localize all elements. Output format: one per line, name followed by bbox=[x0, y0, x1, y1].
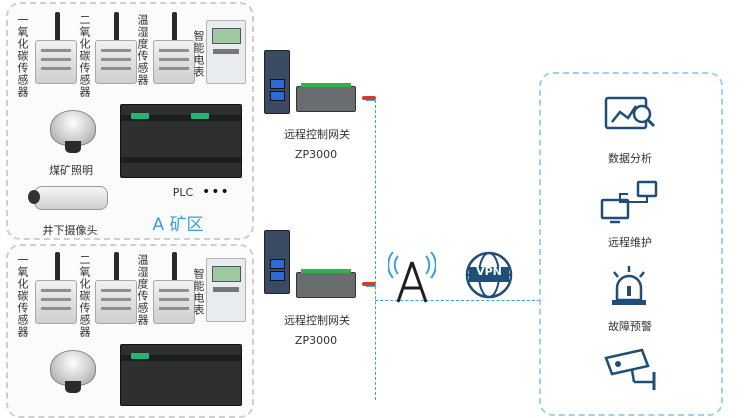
mine-light-device bbox=[50, 110, 96, 153]
gateway-2-name: 远程控制网关 bbox=[284, 314, 350, 327]
data-analysis-icon bbox=[604, 96, 656, 130]
service-label-fault-alarm: 故障预警 bbox=[608, 320, 652, 333]
zone-a-sensor-label-co2: 二氧化碳传感器 bbox=[78, 14, 91, 98]
co2-sensor-device bbox=[95, 40, 137, 84]
signal-tower-icon bbox=[388, 251, 436, 303]
antenna-icon bbox=[55, 252, 60, 284]
antenna-icon bbox=[172, 252, 177, 284]
underground-camera-device bbox=[28, 186, 108, 210]
temp-humidity-sensor-device bbox=[153, 280, 195, 324]
plc-label: PLC bbox=[172, 186, 194, 199]
gateway-2-router bbox=[264, 230, 290, 294]
cloud-services-panel bbox=[539, 72, 723, 416]
temp-humidity-sensor-device bbox=[153, 40, 195, 84]
vpn-globe-icon bbox=[465, 251, 513, 299]
plc-more-indicator: ••• bbox=[202, 184, 230, 200]
zone-b-sensor-label-meter: 智能电表 bbox=[192, 268, 205, 316]
link-line bbox=[375, 100, 376, 400]
vpn-label: VPN bbox=[476, 265, 502, 278]
mine-light-device bbox=[50, 350, 96, 393]
mine-light-label: 煤矿照明 bbox=[49, 164, 93, 177]
zone-a-sensor-label-th: 温湿度传感器 bbox=[136, 14, 149, 86]
underground-camera-label: 井下摄像头 bbox=[42, 224, 98, 237]
link-line bbox=[366, 286, 376, 287]
smart-meter-device bbox=[206, 258, 246, 322]
gateway-1-model: ZP3000 bbox=[294, 148, 338, 161]
co-sensor-device bbox=[35, 40, 77, 84]
antenna-icon bbox=[362, 282, 376, 286]
gateway-2-relay bbox=[296, 269, 356, 298]
antenna-icon bbox=[114, 252, 119, 284]
zone-a-title: A 矿区 bbox=[152, 215, 204, 235]
zone-b-sensor-label-co2: 二氧化碳传感器 bbox=[78, 254, 91, 338]
fault-alarm-icon bbox=[612, 266, 646, 305]
zone-a-sensor-label-co: 一氧化碳传感器 bbox=[16, 14, 29, 98]
link-line bbox=[375, 300, 540, 301]
antenna-icon bbox=[172, 12, 177, 44]
service-label-remote-maintenance: 远程维护 bbox=[608, 236, 652, 249]
antenna-icon bbox=[114, 12, 119, 44]
co-sensor-device bbox=[35, 280, 77, 324]
gateway-1-relay bbox=[296, 83, 356, 112]
service-label-data-analysis: 数据分析 bbox=[608, 152, 652, 165]
smart-meter-device bbox=[206, 20, 246, 84]
remote-maintenance-icon bbox=[600, 180, 658, 224]
gateway-1-name: 远程控制网关 bbox=[284, 128, 350, 141]
gateway-1-router bbox=[264, 50, 290, 114]
link-line bbox=[366, 100, 376, 101]
plc-device bbox=[120, 344, 242, 406]
antenna-icon bbox=[362, 96, 376, 100]
cctv-camera-icon bbox=[604, 348, 656, 390]
co2-sensor-device bbox=[95, 280, 137, 324]
gateway-2-model: ZP3000 bbox=[294, 334, 338, 347]
antenna-icon bbox=[55, 12, 60, 44]
zone-b-sensor-label-th: 温湿度传感器 bbox=[136, 254, 149, 326]
plc-device bbox=[120, 104, 242, 178]
zone-a-sensor-label-meter: 智能电表 bbox=[192, 30, 205, 78]
zone-b-sensor-label-co: 一氧化碳传感器 bbox=[16, 254, 29, 338]
